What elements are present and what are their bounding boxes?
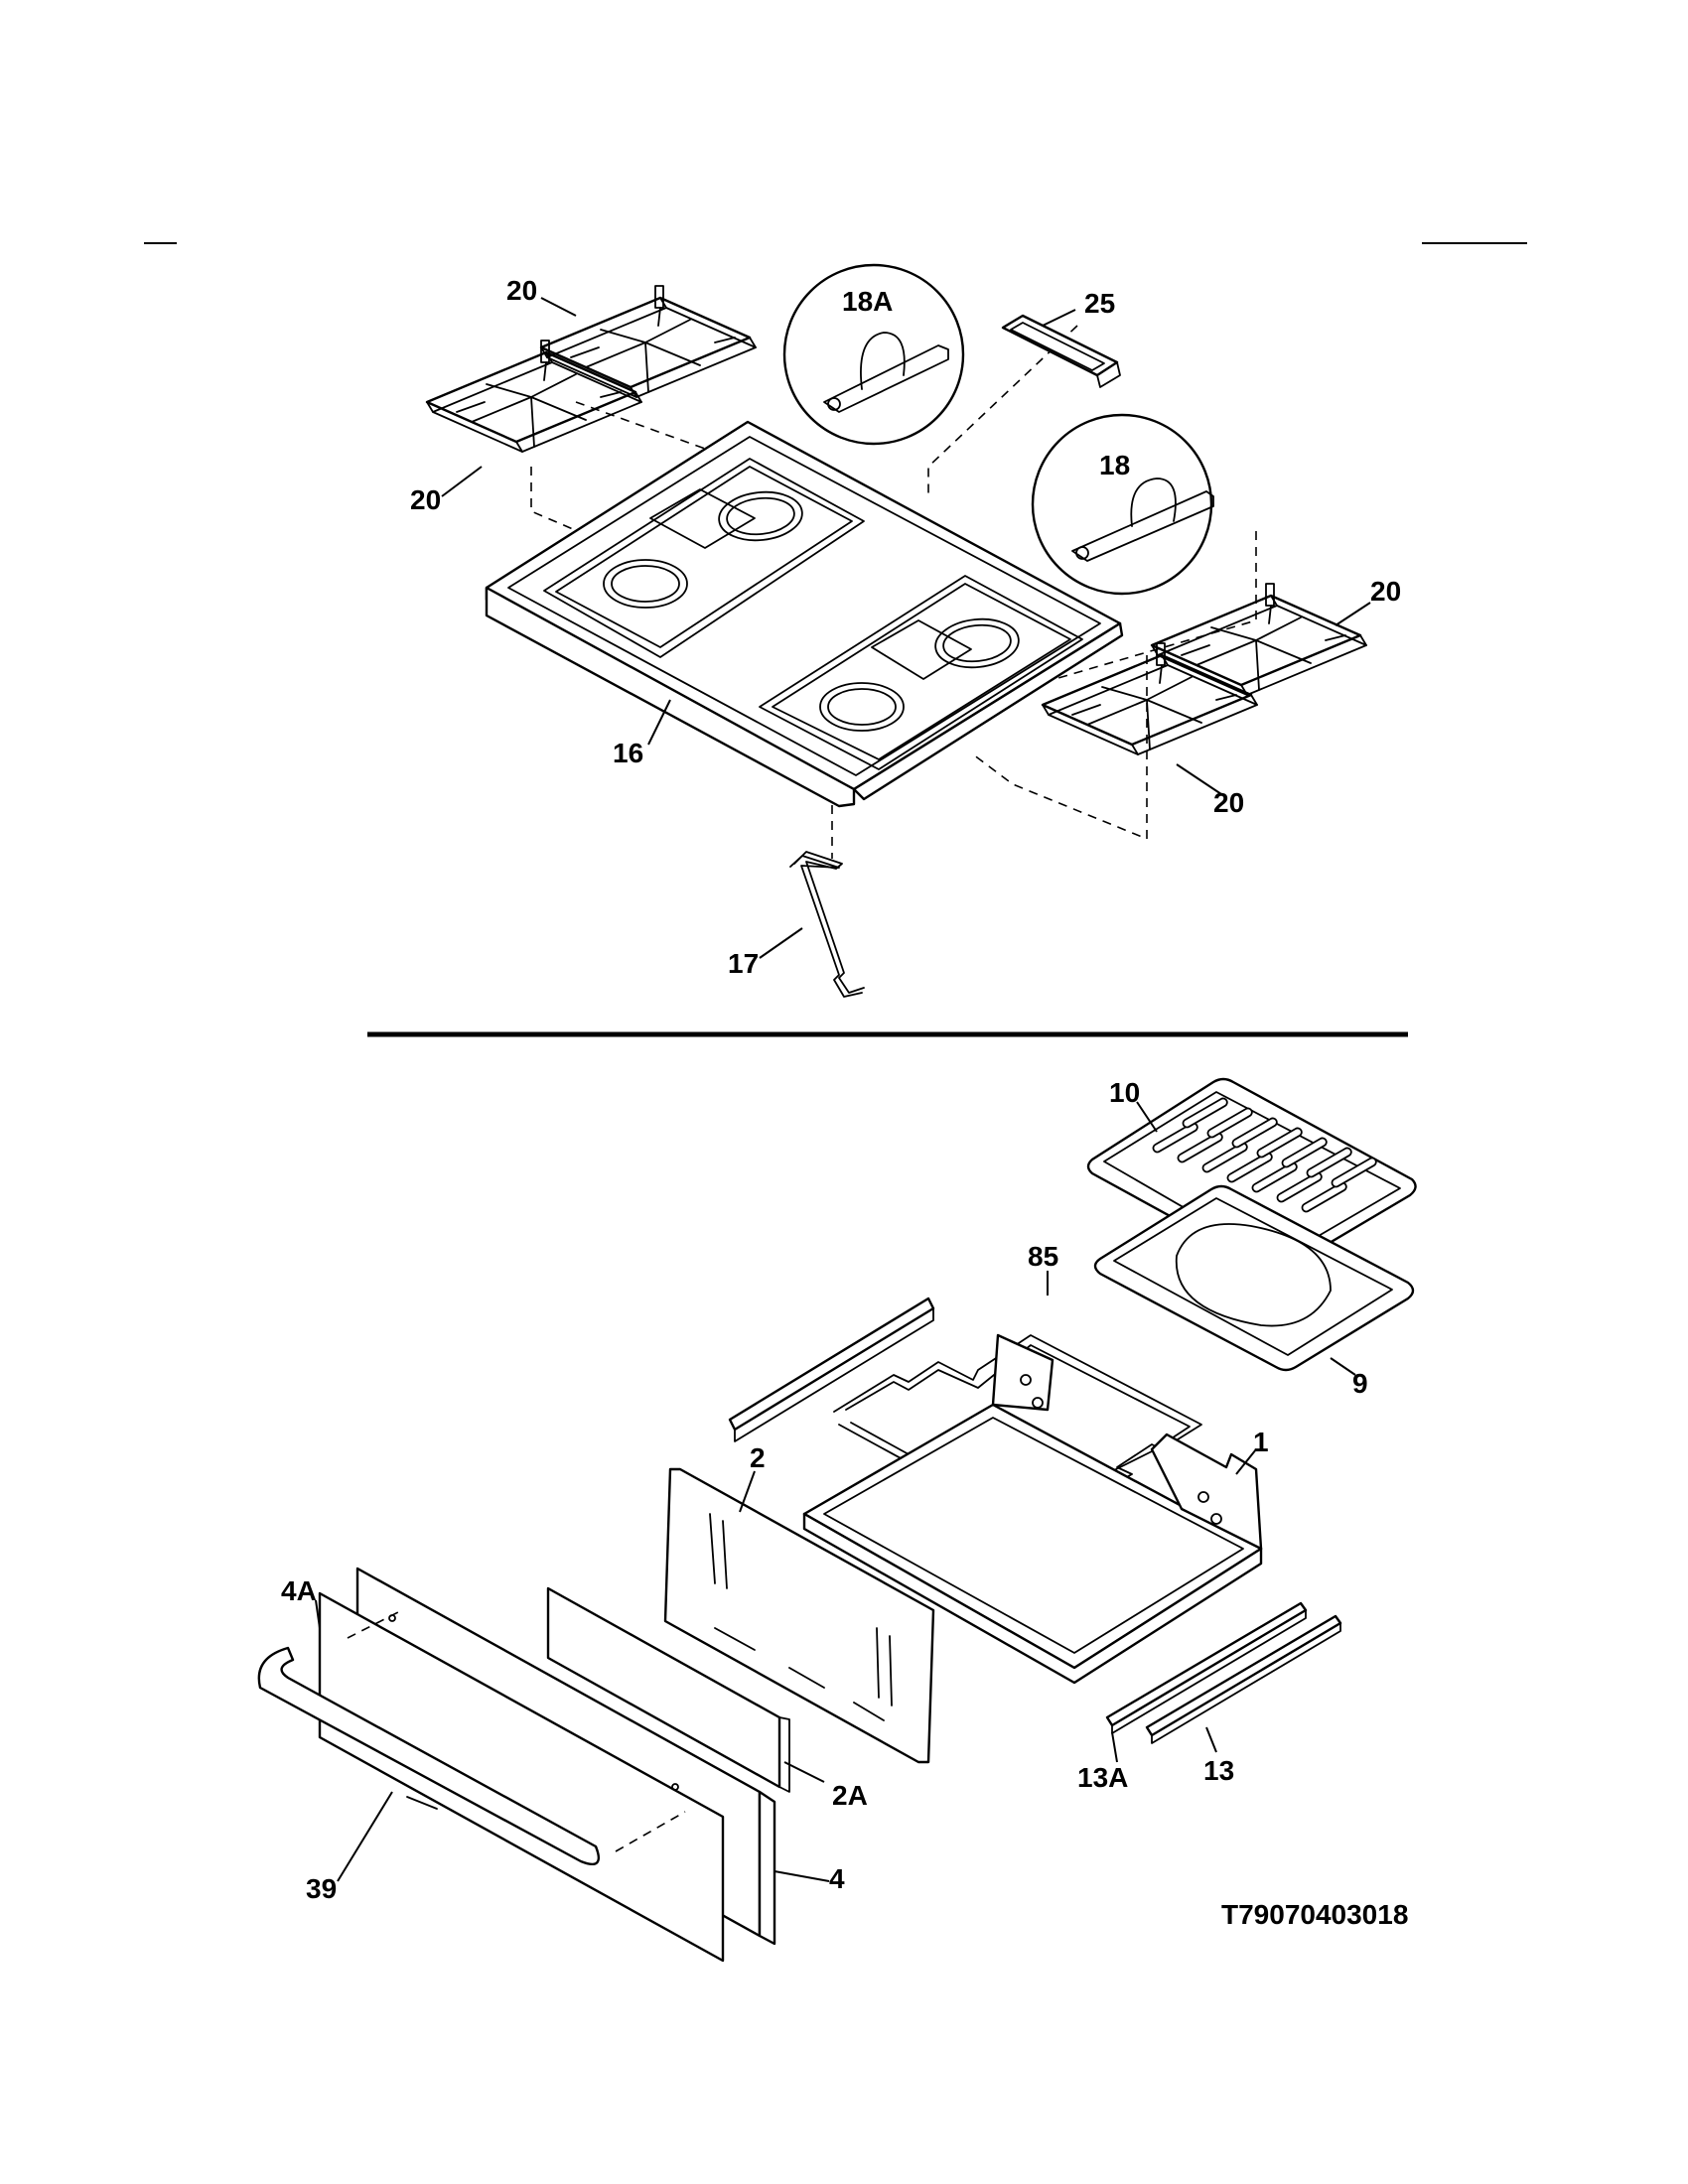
detail-circle-18a <box>782 263 965 446</box>
callout-18: 18 <box>1099 450 1130 480</box>
diagram-part-code: T79070403018 <box>1221 1899 1408 1930</box>
callout-4a: 4A <box>281 1575 317 1606</box>
callout-4: 4 <box>829 1863 845 1894</box>
broiler-pan-part-9 <box>1093 1184 1415 1372</box>
callout-20-upper-right: 20 <box>1370 576 1401 607</box>
callout-13a: 13A <box>1077 1762 1128 1793</box>
slide-part-13a <box>1105 1601 1308 1734</box>
grate-right-upper <box>1150 582 1368 697</box>
callout-20-lower-right: 20 <box>1213 787 1244 818</box>
drawer-handle-part-39 <box>257 1646 601 1866</box>
leader-lines-bottom <box>315 1101 1356 1882</box>
callout-20-upper-left: 20 <box>506 275 537 306</box>
alignment-lines-bottom <box>347 1609 686 1852</box>
drawer-liner-part-2a <box>546 1586 790 1793</box>
callout-2a: 2A <box>832 1780 868 1811</box>
callout-16: 16 <box>613 738 643 768</box>
callout-25: 25 <box>1084 288 1115 319</box>
callout-2: 2 <box>750 1442 766 1473</box>
callout-39: 39 <box>306 1873 337 1904</box>
callout-20-lower-left: 20 <box>410 484 441 515</box>
clip-part-25 <box>1001 314 1121 388</box>
slide-part-13 <box>1145 1614 1342 1744</box>
broiler-grid-part-10 <box>1086 1077 1417 1274</box>
callout-9: 9 <box>1352 1368 1368 1399</box>
side-rail-upper <box>728 1297 935 1442</box>
callout-10: 10 <box>1109 1077 1140 1108</box>
cooktop-main-top <box>485 420 1124 808</box>
lock-rod-part-17 <box>789 851 865 998</box>
detail-circle-18 <box>1031 413 1214 596</box>
callout-85: 85 <box>1028 1241 1058 1272</box>
callout-1: 1 <box>1253 1427 1269 1457</box>
grate-top-left-upper <box>539 284 758 399</box>
callout-13: 13 <box>1203 1755 1234 1786</box>
drawer-body-part-1 <box>802 1333 1263 1685</box>
leader-lines-top <box>441 297 1371 959</box>
callout-18a: 18A <box>842 286 893 317</box>
drawer-back-part-2 <box>663 1467 935 1764</box>
callout-17: 17 <box>728 948 759 979</box>
